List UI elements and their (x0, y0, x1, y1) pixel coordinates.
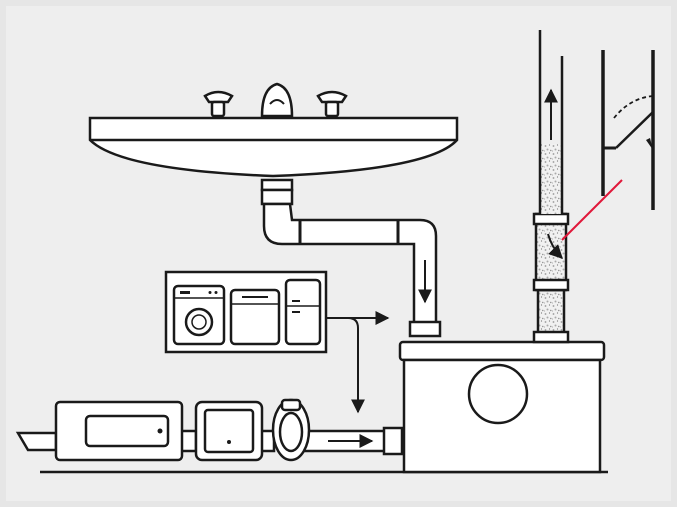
sink-tap-left-icon (203, 90, 234, 118)
valve-flap (615, 111, 654, 149)
sink-drain (260, 178, 294, 192)
sink-faucet-icon (260, 82, 294, 118)
sink (88, 82, 459, 206)
dishwasher-icon (229, 288, 281, 346)
toilet-icon (271, 398, 311, 462)
valve-swing-path (613, 95, 654, 119)
sink-tap-right-icon (316, 90, 348, 118)
sink-trap-collar (260, 188, 294, 206)
macerator-pump (398, 340, 606, 474)
discharge-riser (532, 30, 570, 344)
pump-inspection-cover (467, 363, 529, 425)
pump-inlet-coupling (382, 426, 404, 456)
sink-waste-pipe (262, 202, 442, 338)
appliance-panel (164, 270, 328, 354)
appliance-flow-arrow-down (347, 317, 365, 414)
shower-tray-icon (194, 400, 264, 462)
valve-pointer-line (561, 179, 623, 241)
non-return-valve (534, 212, 568, 292)
sink-basin (88, 116, 459, 178)
valve-detail-inset (601, 50, 655, 210)
fridge-icon (284, 278, 322, 346)
sink-pipe-coupling (408, 320, 442, 338)
washing-machine-icon (172, 284, 226, 346)
bathtub-icon (54, 400, 184, 462)
